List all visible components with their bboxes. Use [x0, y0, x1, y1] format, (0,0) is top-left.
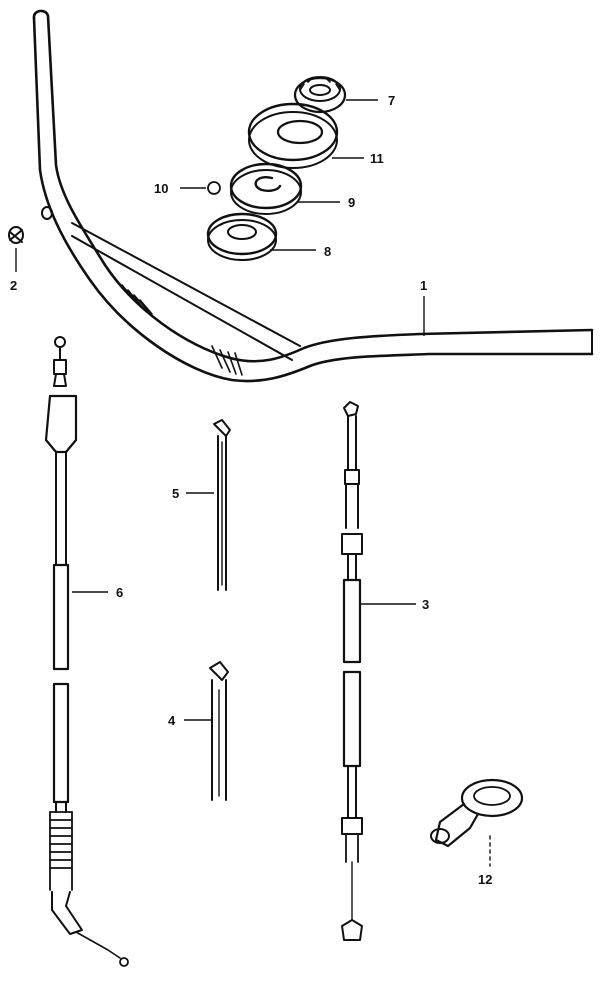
callout-11: 11 — [370, 151, 384, 166]
callout-9: 9 — [348, 195, 355, 210]
callout-12: 12 — [478, 872, 492, 887]
grommet — [247, 102, 364, 169]
balancer-plug — [8, 226, 24, 272]
lever-holder — [430, 778, 524, 867]
callout-7: 7 — [388, 93, 395, 108]
callout-5: 5 — [172, 486, 179, 501]
cable-thin — [186, 419, 231, 591]
handlebar — [32, 9, 594, 383]
callout-3: 3 — [422, 597, 429, 612]
callout-2: 2 — [10, 278, 17, 293]
callout-4: 4 — [168, 713, 176, 728]
clutch-cable — [341, 401, 416, 941]
callout-6: 6 — [116, 585, 123, 600]
cable-short — [184, 661, 229, 801]
washer — [229, 162, 340, 215]
callout-8: 8 — [324, 244, 331, 259]
callout-1: 1 — [420, 278, 427, 293]
nut-bottom — [206, 212, 316, 261]
throttle-cable — [44, 336, 129, 967]
callout-10: 10 — [154, 181, 168, 196]
nut-top — [293, 76, 378, 114]
ball — [180, 181, 221, 195]
